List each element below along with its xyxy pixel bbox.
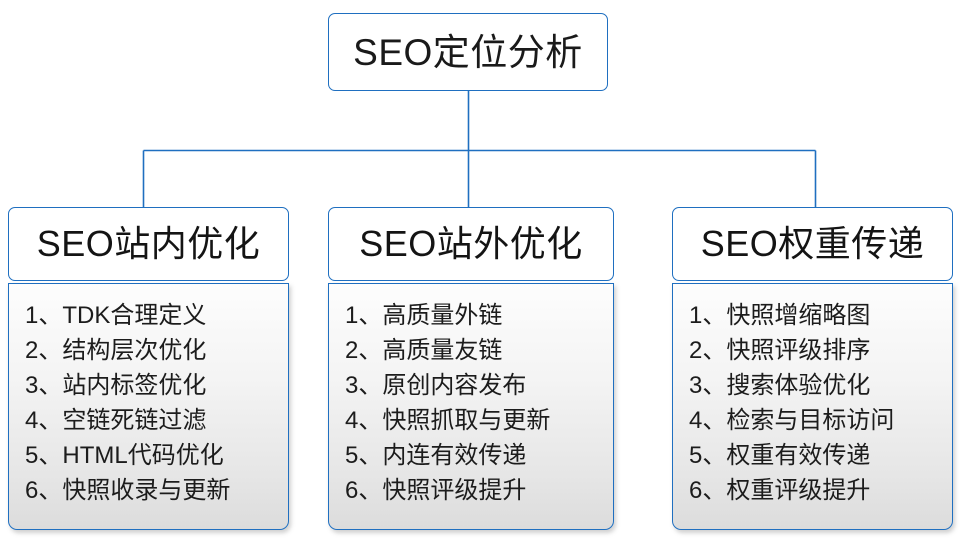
branch-header-1[interactable]: SEO站内优化 (8, 207, 289, 281)
list-item: 6、 权重评级提升 (689, 473, 952, 508)
list-item-text: 快照收录与更新 (62, 477, 231, 504)
branch-header-2[interactable]: SEO站外优化 (328, 207, 614, 281)
list-item-index: 3、 (689, 372, 727, 399)
list-item-text: 原创内容发布 (382, 372, 527, 399)
list-item-index: 3、 (25, 372, 63, 399)
list-item-index: 1、 (345, 302, 383, 329)
branch-column-2: SEO站外优化 1、 高质量外链 2、 高质量友链 3、 原创内容发布 4、 快 (328, 207, 614, 530)
list-item-index: 6、 (689, 477, 727, 504)
root-node[interactable]: SEO定位分析 (328, 13, 608, 91)
list-item-index: 2、 (25, 337, 63, 364)
branch-body-2: 1、 高质量外链 2、 高质量友链 3、 原创内容发布 4、 快照抓取与更新 5… (328, 283, 614, 530)
list-item-index: 1、 (689, 302, 727, 329)
list-item-index: 2、 (689, 337, 727, 364)
list-item-text: TDK合理定义 (62, 302, 207, 329)
list-item: 1、 TDK合理定义 (25, 298, 288, 333)
list-item: 2、 结构层次优化 (25, 333, 288, 368)
branch-item-list-2: 1、 高质量外链 2、 高质量友链 3、 原创内容发布 4、 快照抓取与更新 5… (329, 298, 613, 508)
branch-header-3[interactable]: SEO权重传递 (672, 207, 953, 281)
list-item-text: 快照评级排序 (726, 337, 871, 364)
list-item-index: 4、 (345, 407, 383, 434)
list-item-text: 高质量外链 (382, 302, 503, 329)
list-item-text: 内连有效传递 (382, 442, 527, 469)
list-item-index: 2、 (345, 337, 383, 364)
list-item: 6、 快照收录与更新 (25, 473, 288, 508)
branch-item-list-1: 1、 TDK合理定义 2、 结构层次优化 3、 站内标签优化 4、 空链死链过滤… (9, 298, 288, 508)
list-item: 2、 高质量友链 (345, 333, 613, 368)
list-item: 3、 站内标签优化 (25, 368, 288, 403)
list-item: 3、 原创内容发布 (345, 368, 613, 403)
branch-header-label-3: SEO权重传递 (700, 223, 925, 264)
list-item-index: 3、 (345, 372, 383, 399)
list-item: 6、 快照评级提升 (345, 473, 613, 508)
list-item: 1、 快照增缩略图 (689, 298, 952, 333)
list-item: 4、 快照抓取与更新 (345, 403, 613, 438)
list-item-text: 结构层次优化 (62, 337, 207, 364)
list-item: 3、 搜索体验优化 (689, 368, 952, 403)
list-item: 5、 权重有效传递 (689, 438, 952, 473)
list-item-index: 4、 (689, 407, 727, 434)
list-item-index: 4、 (25, 407, 63, 434)
list-item: 1、 高质量外链 (345, 298, 613, 333)
branch-body-3: 1、 快照增缩略图 2、 快照评级排序 3、 搜索体验优化 4、 检索与目标访问… (672, 283, 953, 530)
branch-item-list-3: 1、 快照增缩略图 2、 快照评级排序 3、 搜索体验优化 4、 检索与目标访问… (673, 298, 952, 508)
list-item-text: 搜索体验优化 (726, 372, 871, 399)
branch-header-label-1: SEO站内优化 (36, 223, 261, 264)
branch-column-1: SEO站内优化 1、 TDK合理定义 2、 结构层次优化 3、 站内标签优化 4… (8, 207, 289, 530)
branch-header-label-2: SEO站外优化 (359, 223, 583, 264)
list-item-index: 5、 (345, 442, 383, 469)
list-item: 5、 HTML代码优化 (25, 438, 288, 473)
list-item-index: 5、 (689, 442, 727, 469)
list-item-index: 6、 (25, 477, 63, 504)
list-item-index: 1、 (25, 302, 63, 329)
list-item: 2、 快照评级排序 (689, 333, 952, 368)
root-node-label: SEO定位分析 (353, 31, 583, 73)
list-item-index: 5、 (25, 442, 63, 469)
list-item-text: 检索与目标访问 (726, 407, 895, 434)
list-item-index: 6、 (345, 477, 383, 504)
list-item-text: 权重有效传递 (726, 442, 871, 469)
branch-body-1: 1、 TDK合理定义 2、 结构层次优化 3、 站内标签优化 4、 空链死链过滤… (8, 283, 289, 530)
list-item-text: 快照增缩略图 (726, 302, 871, 329)
list-item: 4、 检索与目标访问 (689, 403, 952, 438)
list-item-text: 高质量友链 (382, 337, 503, 364)
list-item: 4、 空链死链过滤 (25, 403, 288, 438)
list-item-text: 站内标签优化 (62, 372, 207, 399)
branch-column-3: SEO权重传递 1、 快照增缩略图 2、 快照评级排序 3、 搜索体验优化 4、 (672, 207, 953, 530)
list-item: 5、 内连有效传递 (345, 438, 613, 473)
list-item-text: 快照抓取与更新 (382, 407, 551, 434)
list-item-text: HTML代码优化 (62, 442, 224, 469)
list-item-text: 权重评级提升 (726, 477, 871, 504)
list-item-text: 快照评级提升 (382, 477, 527, 504)
list-item-text: 空链死链过滤 (62, 407, 207, 434)
